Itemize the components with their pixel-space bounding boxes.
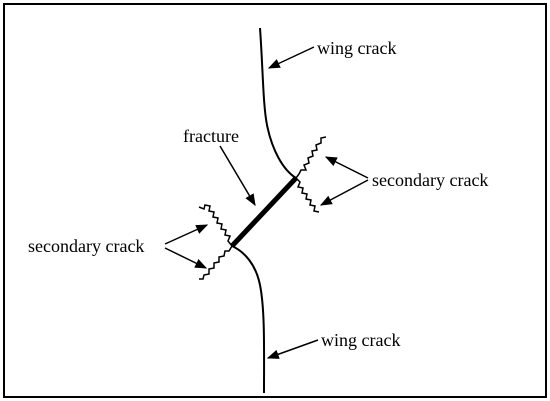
label-secondary-crack-right: secondary crack — [372, 170, 488, 190]
label-wing-crack-bottom: wing crack — [321, 330, 400, 350]
secondary-crack-zigzag-lower-left — [199, 245, 233, 280]
secondary-crack-zigzag-upper-left — [198, 204, 233, 247]
wing-crack-upper — [259, 27, 297, 179]
arrow-secondary-right-upper — [324, 156, 369, 179]
label-fracture: fracture — [183, 126, 239, 146]
arrow-secondary-right-lower — [319, 179, 369, 206]
label-wing-crack-top: wing crack — [317, 38, 396, 58]
wing-crack-lower — [231, 245, 266, 394]
arrow-wing-crack-bottom — [266, 339, 319, 359]
label-secondary-crack-left: secondary crack — [28, 236, 144, 256]
arrow-wing-crack-top — [267, 46, 315, 69]
fracture-line — [230, 176, 298, 248]
arrow-fracture — [219, 145, 256, 207]
arrow-secondary-left-lower — [164, 247, 208, 269]
diagram-frame — [3, 3, 547, 398]
secondary-crack-zigzag-upper-right — [295, 136, 327, 179]
arrow-secondary-left-upper — [164, 224, 209, 245]
secondary-crack-zigzag-lower-right — [295, 177, 320, 213]
